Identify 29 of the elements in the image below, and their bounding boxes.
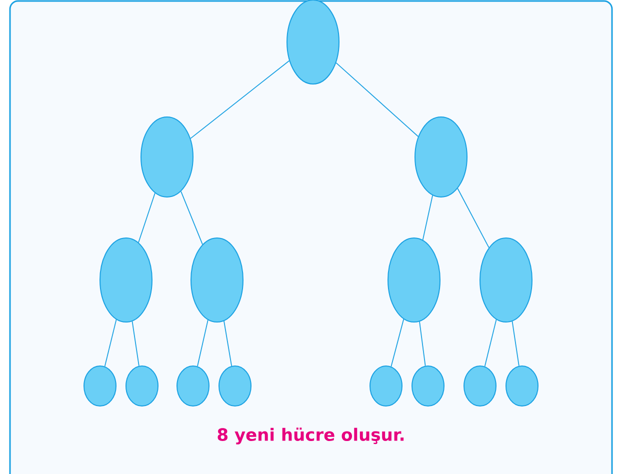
cell-ellipse: [412, 366, 444, 406]
cell-ellipse: [100, 238, 152, 322]
line: [132, 320, 140, 366]
cell-ellipse: [388, 238, 440, 322]
cell-ellipse: [126, 366, 158, 406]
line: [484, 319, 497, 367]
cell-ellipse: [480, 238, 532, 322]
cell-ellipse: [414, 116, 468, 198]
line: [422, 194, 434, 240]
cell-ellipse: [176, 366, 210, 406]
line: [190, 60, 290, 139]
line: [180, 190, 203, 245]
line: [390, 318, 404, 367]
cell-ellipse: [506, 366, 538, 406]
cell-ellipse: [370, 366, 402, 406]
cell-ellipse: [464, 366, 496, 406]
line: [457, 188, 490, 248]
cell-ellipse: [140, 116, 194, 198]
line: [512, 320, 520, 366]
line: [419, 321, 426, 366]
line: [336, 62, 419, 137]
line: [104, 319, 117, 367]
line: [138, 192, 156, 243]
cell-ellipse: [84, 366, 116, 406]
cell-ellipse: [218, 366, 252, 406]
cell-ellipse: [190, 238, 244, 322]
line: [197, 320, 208, 367]
line: [224, 320, 232, 366]
caption: 8 yeni hücre oluşur.: [218, 428, 404, 444]
